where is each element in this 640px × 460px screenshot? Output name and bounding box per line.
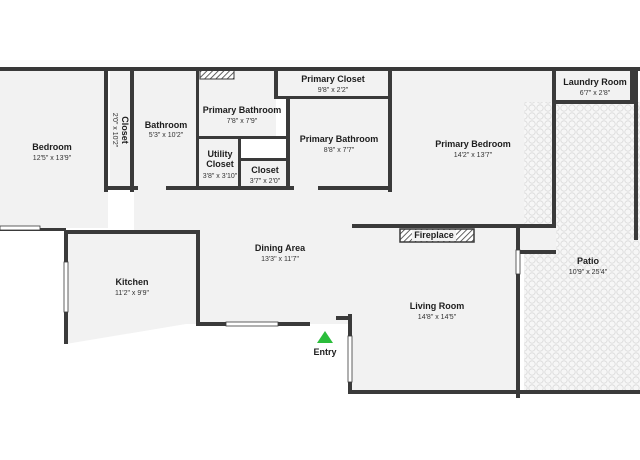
bedroom-label: Bedroom [32,142,72,152]
bedroom-dims: 12'5" x 13'9" [33,155,72,162]
bedroom-window [0,225,41,231]
closet-side-label: Closet [120,116,130,144]
primary-closet-floor [276,70,390,98]
primary-bathroom-large-floor [288,98,390,188]
closet-small-dims: 3'7" x 2'0" [250,178,281,185]
floor-areas [0,70,640,394]
entry-arrow-icon [317,331,333,343]
bathroom-dims: 5'3" x 10'2" [149,132,184,139]
primary-closet-dims: 9'8" x 2'2" [318,87,349,94]
utility-closet-floor [198,138,240,188]
primary-bathroom-small-floor [198,70,276,138]
dining-area-dims: 13'3" x 11'7" [261,256,299,263]
kitchen-dims: 11'2" x 9'9" [115,290,149,297]
primary-bathroom-small-dims: 7'8" x 7'9" [227,118,258,125]
kitchen-label: Kitchen [115,277,148,287]
primary-bathroom-large-label: Primary Bathroom [300,134,379,144]
living-room-dims: 14'8" x 14'5" [418,314,457,321]
closet-side-dims: 2'0" x 10'2" [111,113,118,148]
utility-closet-dims: 3'8" x 3'10" [203,173,238,180]
living-room-floor [352,228,520,394]
kitchen-floor [66,232,198,344]
windows [0,225,521,383]
bedroom-floor [0,70,108,228]
laundry-room-label: Laundry Room [563,77,627,87]
utility-hatch [199,69,235,80]
fireplace-label: Fireplace [414,230,454,240]
closet-small-floor [240,158,288,188]
fireplace-label-bg [412,230,456,241]
living-room-label: Living Room [410,301,465,311]
kitchen-window [63,261,69,313]
laundry-room-floor [556,70,634,102]
laundry-room-dims: 6'7" x 2'8" [580,90,611,97]
primary-closet-label: Primary Closet [301,74,365,84]
primary-bedroom-label: Primary Bedroom [435,139,511,149]
utility-closet-label-2: Closet [206,159,234,169]
entry-label: Entry [313,347,336,357]
closet-small-label: Closet [251,165,279,175]
patio-dims: 10'9" x 25'4" [569,269,608,276]
bathroom-floor [134,70,198,188]
living-room-window [347,335,353,383]
utility-closet-label-1: Utility [207,149,232,159]
bathroom-label: Bathroom [145,120,188,130]
dining-window [225,321,279,327]
primary-bathroom-small-label: Primary Bathroom [203,105,282,115]
primary-bathroom-large-dims: 8'8" x 7'7" [324,147,355,154]
patio-clear-corner [520,228,556,254]
primary-bedroom-dims: 14'2" x 13'7" [454,152,493,159]
patio-label: Patio [577,256,600,266]
patio-door-window [515,249,521,275]
dining-area-label: Dining Area [255,243,306,253]
